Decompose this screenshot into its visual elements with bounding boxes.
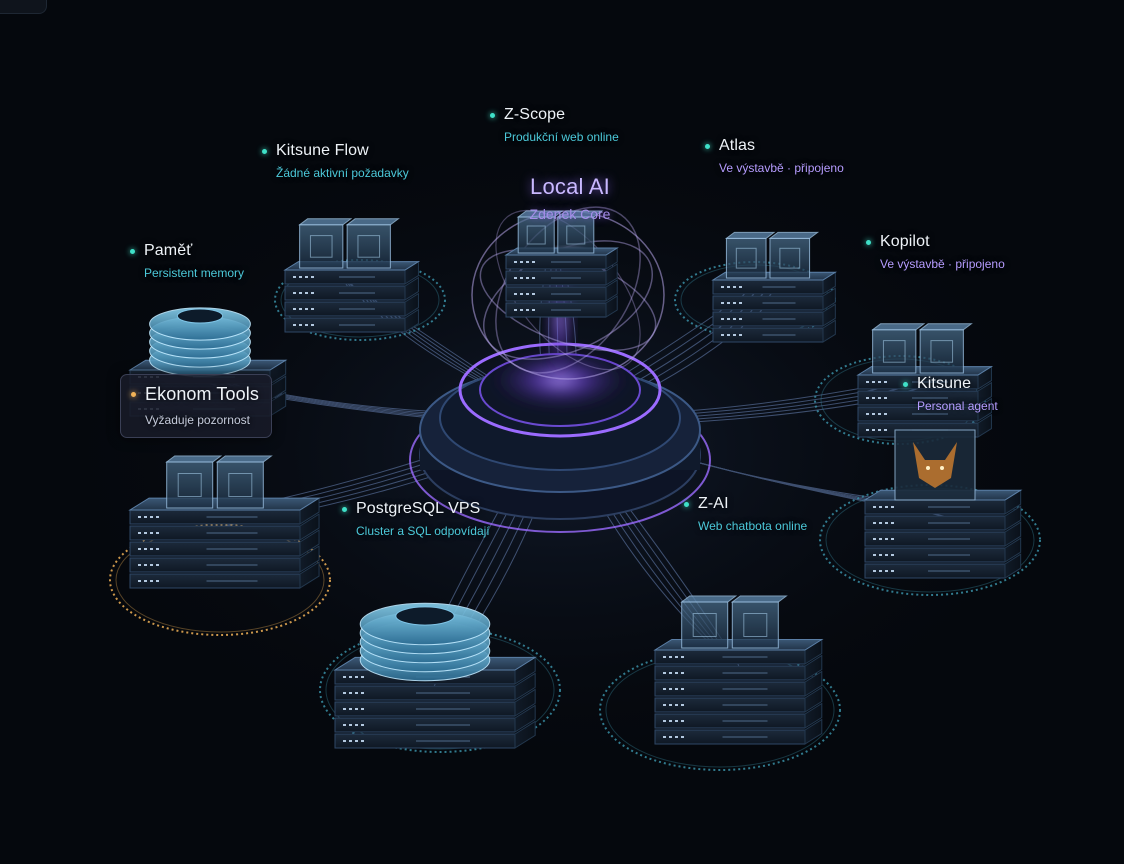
node-label-kopilot[interactable]: Kopilot Ve výstavbě · připojeno: [866, 233, 1005, 271]
node-name: Paměť: [144, 242, 193, 259]
node-status: Web chatbota online: [698, 519, 808, 533]
orbit-ring: [109, 524, 331, 636]
node-label-pamet[interactable]: Paměť Persistent memory: [130, 242, 244, 280]
core-subtitle: Zdenek Core: [529, 206, 611, 222]
node-name: Z-AI: [698, 495, 729, 512]
status-dot-icon: [705, 143, 710, 149]
node-status: Ve výstavbě · připojeno: [719, 161, 844, 175]
window-corner-tab: [0, 0, 47, 14]
node-name: PostgreSQL VPS: [356, 500, 481, 517]
status-dot-icon: [342, 506, 347, 512]
node-kopilot[interactable]: [856, 323, 994, 438]
core-label: Local AI Zdenek Core: [500, 174, 640, 222]
node-atlas[interactable]: [711, 231, 838, 343]
node-kitsune-flow[interactable]: [283, 218, 421, 333]
node-status: Persistent memory: [144, 266, 245, 280]
status-dot-icon: [490, 112, 495, 118]
node-status: Produkční web online: [504, 130, 619, 144]
node-label-atlas[interactable]: Atlas Ve výstavbě · připojeno: [705, 137, 844, 175]
orbit-ring: [819, 484, 1041, 596]
status-dot-icon: [866, 239, 871, 245]
node-label-kitsune[interactable]: Kitsune Personal agent: [903, 375, 998, 413]
node-label-kitsune-flow[interactable]: Kitsune Flow Žádné aktivní požadavky: [262, 142, 409, 180]
node-label-z-ai[interactable]: Z-AI Web chatbota online: [684, 495, 807, 533]
status-dot-icon: [262, 148, 267, 154]
warning-dot-icon: [131, 392, 136, 397]
node-status: Personal agent: [917, 399, 998, 413]
orbit-ring: [274, 259, 446, 341]
node-status: Vyžaduje pozornost: [145, 413, 250, 427]
node-label-postgresql-vps[interactable]: PostgreSQL VPS Cluster a SQL odpovídají: [342, 500, 490, 538]
node-postgresql-vps[interactable]: [333, 602, 537, 749]
node-status: Ve výstavbě · připojeno: [880, 257, 1005, 271]
node-label-z-scope[interactable]: Z-Scope Produkční web online: [490, 106, 619, 144]
node-kitsune[interactable]: [863, 429, 1023, 579]
orbit-ring: [319, 627, 561, 753]
node-name: Z-Scope: [504, 106, 566, 123]
core-title: Local AI: [530, 174, 610, 199]
node-z-scope[interactable]: [504, 210, 619, 318]
node-name: Ekonom Tools: [145, 384, 259, 404]
node-name: Atlas: [719, 137, 756, 154]
node-label-ekonom-tools[interactable]: Ekonom Tools Vyžaduje pozornost: [120, 374, 272, 438]
node-z-ai[interactable]: [653, 595, 824, 745]
node-name: Kitsune: [917, 375, 972, 392]
node-status: Žádné aktivní požadavky: [276, 166, 409, 180]
node-name: Kitsune Flow: [276, 142, 369, 159]
node-status: Cluster a SQL odpovídají: [356, 524, 490, 538]
node-ekonom-tools[interactable]: [128, 455, 321, 589]
status-dot-icon: [903, 381, 908, 387]
local-ai-core[interactable]: [409, 180, 711, 533]
node-name: Kopilot: [880, 233, 930, 250]
status-dot-icon: [130, 248, 135, 254]
status-dot-icon: [684, 501, 689, 507]
